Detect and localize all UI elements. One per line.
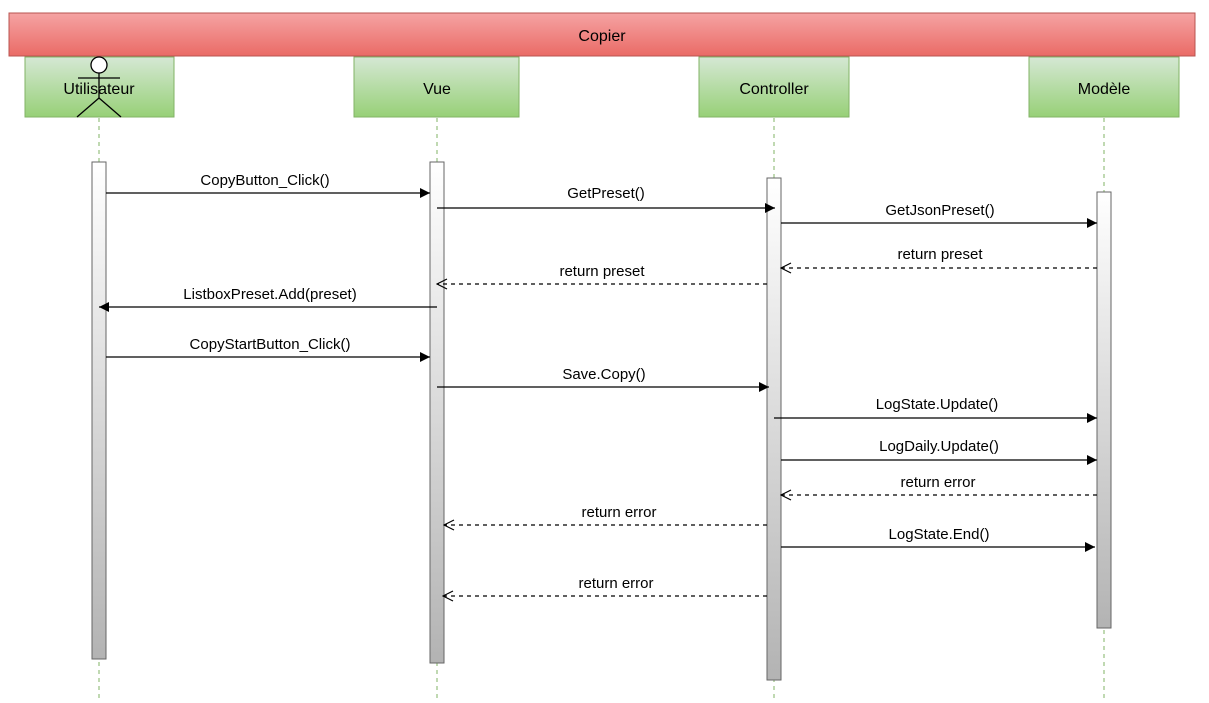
message-label: return preset — [897, 246, 983, 263]
message-label: return error — [581, 504, 656, 521]
activation-bar-controller — [766, 177, 782, 681]
activation-bar-modele — [1096, 191, 1112, 629]
lane-label-vue: Vue — [423, 81, 451, 98]
message-label: return error — [900, 474, 975, 491]
message-label: return preset — [559, 263, 645, 280]
activation-bar-vue — [429, 161, 445, 664]
lane-label-modele: Modèle — [1078, 81, 1131, 98]
message-label: GetJsonPreset() — [885, 202, 994, 219]
diagram-title-bar: Copier — [8, 12, 1196, 57]
activation-bar-utilisateur — [91, 161, 107, 660]
lane-box-modele — [1028, 56, 1180, 118]
message-label: ListboxPreset.Add(preset) — [183, 286, 356, 303]
message-label: CopyButton_Click() — [200, 172, 329, 189]
message-label: return error — [578, 575, 653, 592]
message-label: LogState.Update() — [876, 396, 999, 413]
message-label: CopyStartButton_Click() — [190, 336, 351, 353]
activation-bars — [91, 161, 1112, 681]
lane-label-utilisateur: Utilisateur — [63, 81, 135, 98]
lane-label-controller: Controller — [739, 81, 809, 98]
lane-box-vue — [353, 56, 520, 118]
messages: CopyButton_Click() GetPreset() GetJsonPr… — [99, 172, 1097, 596]
lane-headers: Utilisateur Vue Controller Modèle — [24, 56, 1180, 118]
lane-box-controller — [698, 56, 850, 118]
diagram-title: Copier — [578, 28, 626, 45]
title-background — [8, 12, 1196, 57]
message-label: LogState.End() — [889, 526, 990, 543]
actor-icon — [76, 56, 122, 118]
message-label: Save.Copy() — [562, 366, 645, 383]
message-label: GetPreset() — [567, 185, 645, 202]
message-label: LogDaily.Update() — [879, 438, 999, 455]
